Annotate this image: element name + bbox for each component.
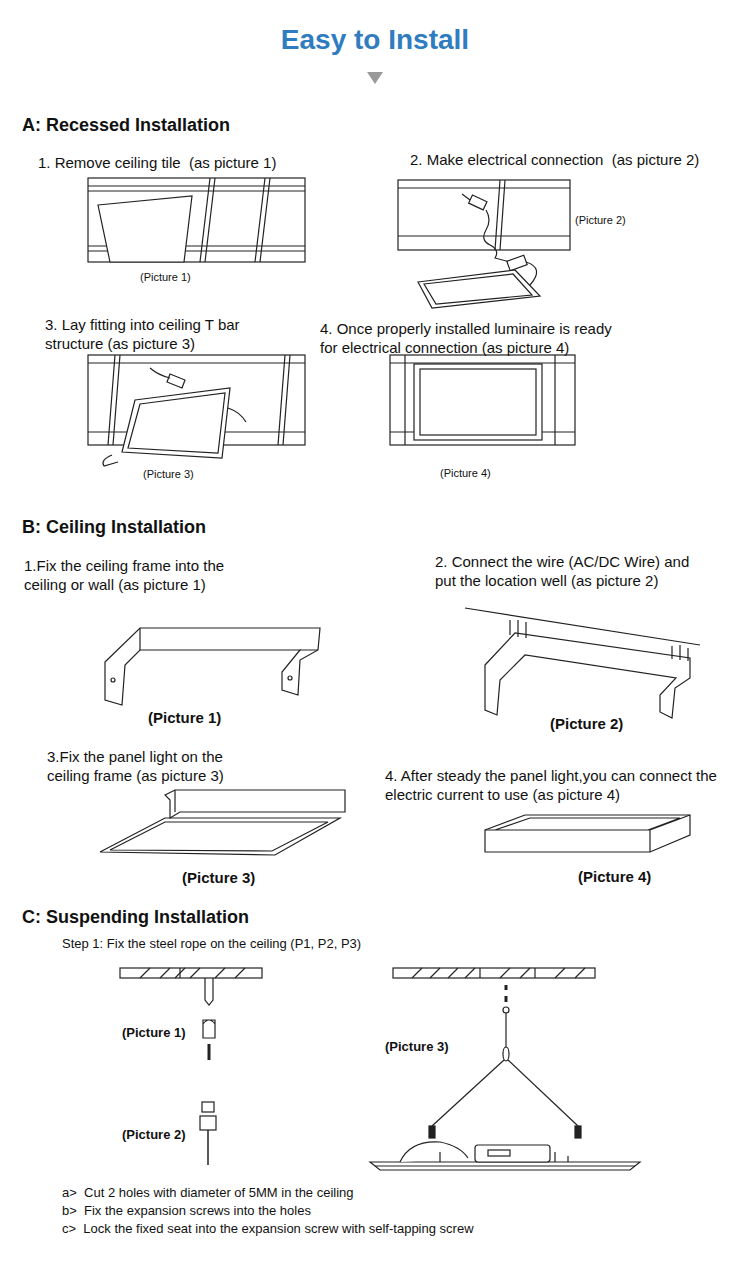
picture-label: (Picture 3)	[182, 869, 255, 888]
step-text: 2. Connect the wire (AC/DC Wire) and put…	[435, 553, 695, 591]
step-text: 4. Once properly installed luminaire is …	[320, 320, 615, 358]
step-text: 3. Lay fitting into ceiling T bar struct…	[45, 316, 290, 354]
section-heading: A: Recessed Installation	[22, 114, 230, 137]
note-text: a> Cut 2 holes with diameter of 5MM in t…	[62, 1185, 354, 1201]
picture-label: (Picture 2)	[122, 1127, 186, 1143]
page-title: Easy to Install	[0, 22, 750, 57]
step-text: 2. Make electrical connection (as pictur…	[410, 151, 699, 170]
picture-label: (Picture 3)	[143, 468, 194, 482]
picture-label: (Picture 1)	[140, 271, 191, 285]
picture-label: (Picture 1)	[148, 709, 221, 728]
step-text: 1.Fix the ceiling frame into the ceiling…	[24, 557, 264, 595]
picture-label: (Picture 3)	[385, 1039, 449, 1055]
step-text: 4. After steady the panel light,you can …	[385, 767, 735, 805]
step-text: Step 1: Fix the steel rope on the ceilin…	[62, 936, 361, 952]
picture-label: (Picture 2)	[575, 214, 626, 228]
note-text: c> Lock the fixed seat into the expansio…	[62, 1221, 474, 1237]
picture-label: (Picture 4)	[440, 467, 491, 481]
section-heading: C: Suspending Installation	[22, 906, 249, 929]
section-heading: B: Ceiling Installation	[22, 516, 206, 539]
note-text: b> Fix the expansion screws into the hol…	[62, 1203, 311, 1219]
step-text: 3.Fix the panel light on the ceiling fra…	[47, 748, 257, 786]
picture-label: (Picture 2)	[550, 715, 623, 734]
picture-label: (Picture 1)	[122, 1025, 186, 1041]
step-text: 1. Remove ceiling tile (as picture 1)	[38, 154, 276, 173]
picture-label: (Picture 4)	[578, 868, 651, 887]
